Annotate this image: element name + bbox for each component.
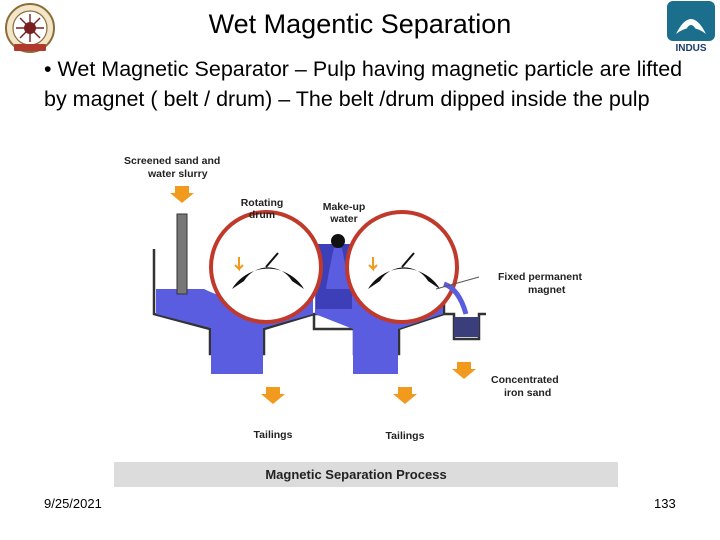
label-magnet-line1: Fixed permanent [498,271,583,283]
label-tailings-left: Tailings [254,429,293,441]
label-rotating-line2: drum [249,209,275,221]
rotation-arrow-left [234,257,244,272]
rotation-arrow-right [368,257,378,272]
label-screened-line2: water slurry [147,168,208,180]
label-concentrated-line1: Concentrated [491,374,559,386]
fixed-magnet-right [368,267,440,289]
indus-logo-text: INDUS [675,43,706,54]
bullet-point: • Wet Magnetic Separator – Pulp having m… [44,57,683,111]
label-makeup-line2: water [329,213,357,225]
footer-date: 9/25/2021 [44,496,102,511]
concentrate-fill [454,317,479,337]
magnetic-separation-diagram: Magnetic Separation Process [114,149,618,487]
label-screened-line1: Screened sand and [124,155,220,167]
fixed-magnet-left [232,267,304,289]
feed-pipe [176,213,188,295]
caption-bar [114,462,618,487]
page-number: 133 [654,496,676,511]
iit-bombay-seal-icon [4,2,56,54]
diagram-caption: Magnetic Separation Process [265,467,446,482]
label-magnet-line2: magnet [528,284,566,296]
flow-arrows [170,186,476,404]
label-tailings-right: Tailings [386,430,425,442]
slide-title: Wet Magentic Separation [208,9,512,39]
magnet-pointer [435,276,480,290]
label-rotating-line1: Rotating [241,197,284,209]
label-concentrated-line2: iron sand [504,387,551,399]
label-makeup-line1: Make-up [323,201,366,213]
makeup-water-nozzle [331,234,345,248]
indus-logo-icon: INDUS [664,0,718,54]
